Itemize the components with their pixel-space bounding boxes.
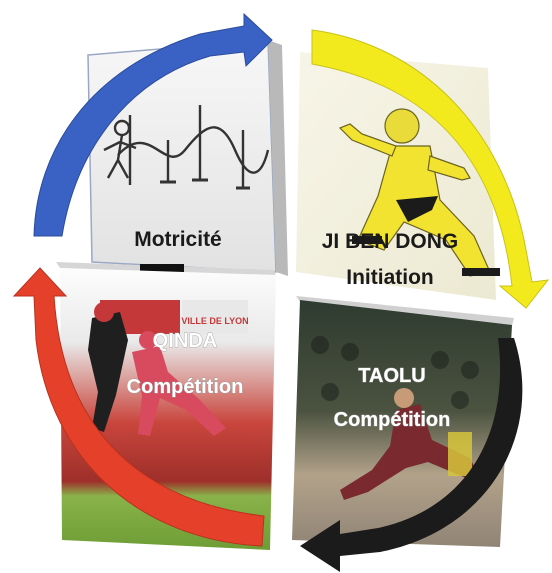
label-initiation: Initiation [346, 266, 434, 289]
label-taolu: TAOLU [358, 365, 425, 387]
tile-motricite: Motricité [87, 39, 288, 276]
label-motricite: Motricité [134, 228, 222, 251]
blue-arrow [33, 12, 273, 237]
red-arrow [12, 267, 265, 547]
kung-fu-figure [338, 108, 500, 277]
taolu-photo [292, 300, 512, 547]
yellow-arrow [311, 29, 550, 309]
label-taolu-competition: Compétition [334, 409, 451, 431]
obstacle-course-drawing [103, 105, 270, 190]
cycle-arrows [12, 12, 550, 572]
tile-taolu: TAOLU Compétition [292, 296, 514, 547]
banner-ville-de-lyon: VILLE DE LYON [181, 316, 248, 326]
black-arrow [300, 338, 523, 572]
tile-ji-ben-dong: JI BEN DONG Initiation [296, 52, 500, 300]
label-ji-ben-dong: JI BEN DONG [322, 230, 459, 253]
label-qinda: QINDA [153, 330, 217, 352]
label-qinda-competition: Compétition [127, 376, 244, 398]
